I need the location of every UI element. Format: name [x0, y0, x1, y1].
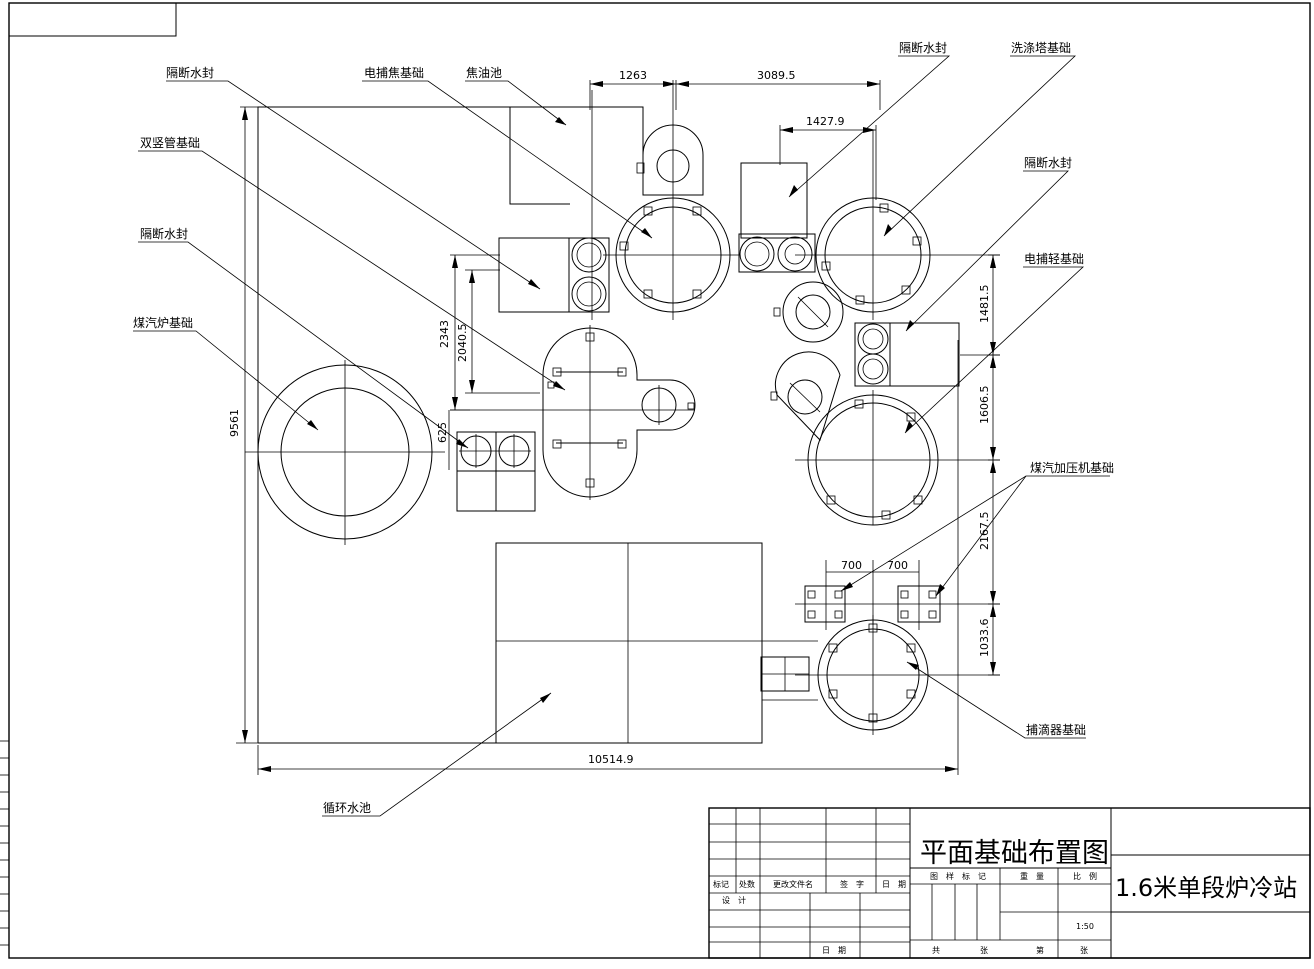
electric-tar-catcher [498, 80, 740, 320]
rev-header-sign: 签 字 [840, 879, 864, 889]
label-tar-pool: 焦油池 [466, 66, 502, 80]
double-riser-foundation [450, 325, 696, 500]
label-water-seal-1: 隔断水封 [166, 65, 214, 80]
sheets-label-a: 张 [980, 946, 988, 955]
label-double-riser: 双竖管基础 [140, 135, 200, 150]
rev-header-file: 更改文件名 [773, 879, 813, 889]
dim-1606: 1606.5 [978, 386, 991, 425]
electric-oil-catcher [770, 322, 1000, 526]
circulating-water-pool [495, 542, 818, 744]
title-block: 标记 处数 更改文件名 签 字 日 期 设 计 日 期 平面基础布置图 1.6米… [708, 807, 1311, 959]
stage-mark-label: 图 样 标 记 [930, 871, 986, 881]
sheets-label-b: 张 [1080, 946, 1088, 955]
dim-1427: 1427.9 [806, 115, 845, 128]
label-water-seal-2: 隔断水封 [140, 226, 188, 241]
water-seal-middle [738, 162, 816, 273]
dim-10514: 10514.9 [588, 753, 634, 766]
label-electric-oil-catcher: 电捕轻基础 [1024, 251, 1084, 266]
design-label: 设 计 [722, 895, 746, 905]
site-outline [257, 106, 510, 744]
gas-furnace-foundation [245, 360, 445, 545]
washing-tower-foundation [773, 130, 1000, 343]
rev-header-date: 日 期 [882, 880, 906, 889]
label-circulating-pool: 循环水池 [323, 801, 371, 815]
dim-1481: 1481.5 [978, 285, 991, 324]
rev-header-count: 处数 [739, 879, 755, 889]
label-gas-furnace: 煤汽炉基础 [133, 315, 193, 330]
label-electric-tar-catcher: 电捕焦基础 [364, 65, 424, 80]
dim-2040: 2040.5 [456, 324, 469, 363]
dim-1263: 1263 [619, 69, 647, 82]
dim-2343: 2343 [438, 320, 451, 348]
project-title: 1.6米单段炉冷站 [1115, 874, 1297, 902]
dim-1033: 1033.6 [978, 619, 991, 658]
page-label: 第 [1036, 945, 1044, 955]
dim-3089: 3089.5 [757, 69, 796, 82]
label-gas-compressor: 煤汽加压机基础 [1030, 460, 1114, 475]
dim-700-a: 700 [841, 559, 862, 572]
labels: 隔断水封 电捕焦基础 焦油池 双竖管基础 隔断水封 煤汽炉基础 隔断水封 洗涤塔… [133, 40, 1114, 815]
label-water-seal-3: 隔断水封 [899, 40, 947, 55]
label-water-seal-4: 隔断水封 [1024, 155, 1072, 170]
drawing-title: 平面基础布置图 [920, 838, 1109, 869]
rev-header-mark: 标记 [713, 879, 729, 889]
scale-value: 1:50 [1076, 922, 1094, 931]
water-seal-left [456, 431, 536, 512]
dim-700-b: 700 [887, 559, 908, 572]
dimension-texts: 1263 3089.5 1427.9 9561 2343 2040.5 625 … [228, 69, 991, 766]
total-label: 共 [932, 946, 940, 955]
dim-9561: 9561 [228, 409, 241, 437]
dimension-lines [236, 80, 1000, 775]
droplet-catcher-foundation [760, 615, 1000, 735]
leader-lines [133, 55, 1110, 817]
scale-label: 比 例 [1073, 871, 1097, 881]
date-label: 日 期 [822, 946, 846, 955]
weight-label: 重 量 [1020, 871, 1044, 881]
label-droplet-catcher: 捕滴器基础 [1026, 722, 1086, 737]
tar-pool [509, 106, 644, 205]
label-washing-tower: 洗涤塔基础 [1011, 41, 1071, 55]
margin-ticks [0, 740, 9, 946]
